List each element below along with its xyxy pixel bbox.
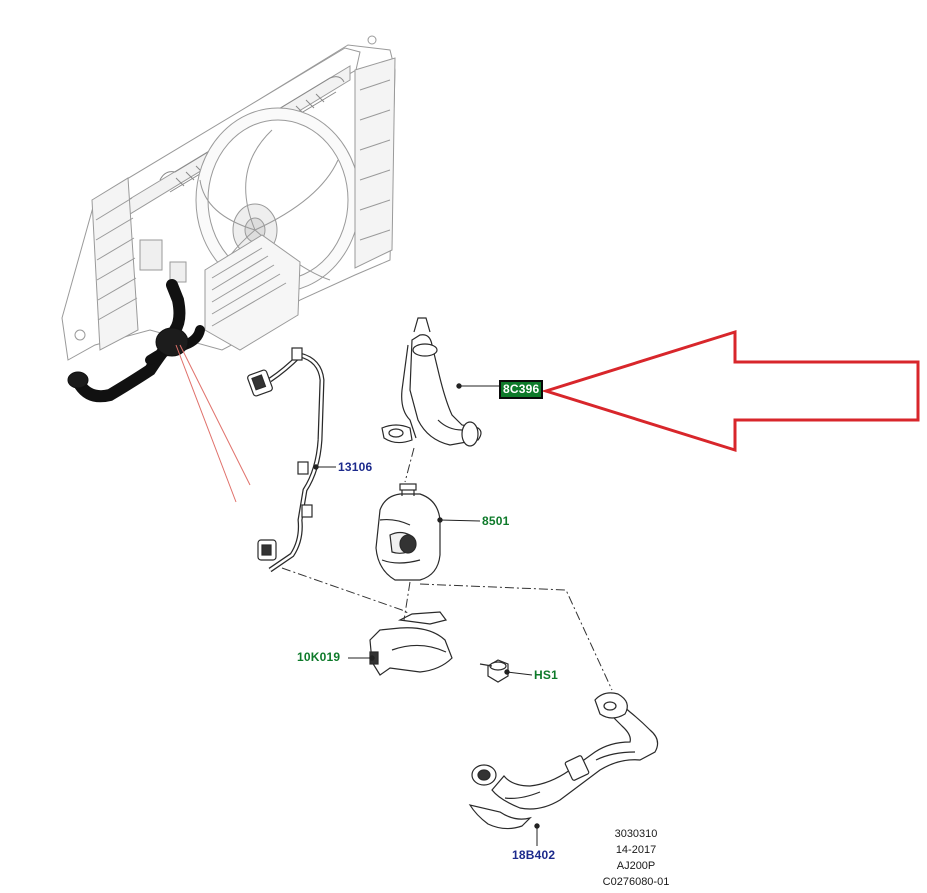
bolt-HS1 (479, 659, 509, 683)
pump-8501 (375, 483, 441, 581)
bracket-10K019 (369, 611, 453, 676)
red-outline-arrow-icon (540, 329, 920, 453)
hose-18B402 (468, 692, 659, 830)
callout-HS1: HS1 (534, 668, 558, 682)
callout-13106: 13106 (338, 460, 373, 474)
callout-8C396: 8C396 (499, 380, 544, 399)
callout-leaders (313, 383, 540, 846)
reference-block: 3030310 14-2017 AJ200P C0276080-01 (601, 826, 671, 890)
callout-18B402: 18B402 (512, 848, 556, 862)
reference-line-3: AJ200P (616, 860, 656, 872)
hose-8C396 (381, 317, 482, 447)
assembly-lines (281, 447, 613, 691)
callout-10K019: 10K019 (297, 650, 341, 664)
reference-line-1: 3030310 (614, 828, 658, 840)
reference-line-4: C0276080-01 (602, 876, 670, 888)
reference-line-2: 14-2017 (615, 844, 657, 856)
callout-8501: 8501 (482, 514, 510, 528)
wiring-harness-13106 (247, 347, 325, 573)
radiator-highlight-hose (67, 279, 205, 403)
radiator-leader-lines (175, 344, 251, 503)
radiator-assembly (61, 35, 396, 361)
